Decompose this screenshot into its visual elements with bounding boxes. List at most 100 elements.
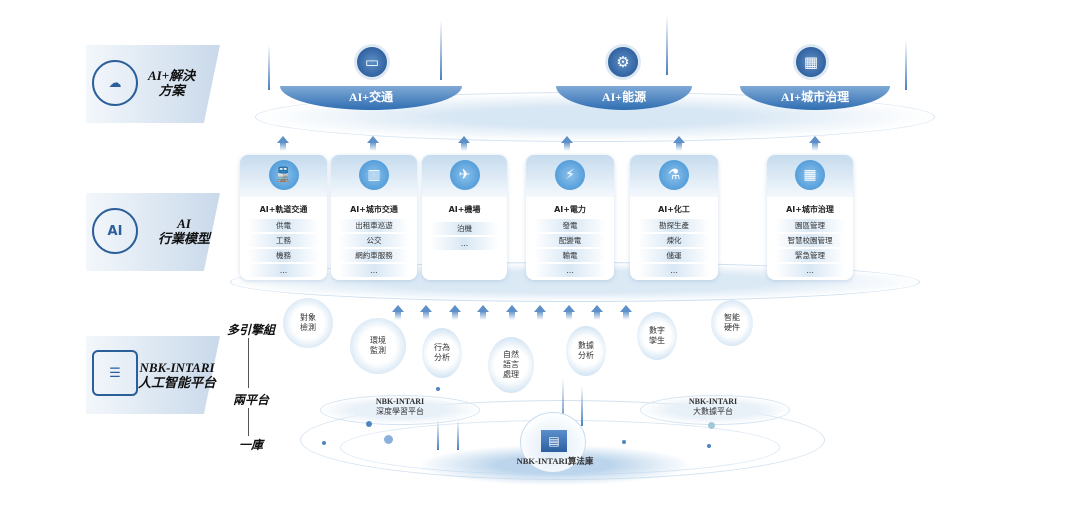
card-item: 智慧校園管理 bbox=[775, 234, 845, 247]
card-title: AI+城市交通 bbox=[350, 205, 398, 214]
card-item: 工務 bbox=[248, 234, 319, 247]
engine-text: 自然 bbox=[503, 350, 519, 359]
arrow-up-icon bbox=[534, 305, 546, 320]
card-item: 緊急管理 bbox=[775, 249, 845, 262]
axis-label-platforms: 兩平台 bbox=[233, 393, 270, 407]
solution-label: AI+能源 bbox=[601, 90, 647, 104]
axis-line bbox=[248, 338, 249, 388]
engine-smart-hardware: 智能硬件 bbox=[711, 300, 753, 346]
card-title: AI+電力 bbox=[554, 205, 586, 214]
card-item: 煉化 bbox=[638, 234, 710, 247]
card-item: 泊機 bbox=[430, 222, 499, 235]
engine-text: 處理 bbox=[503, 370, 519, 379]
axis-line bbox=[248, 408, 249, 436]
platform-sub: 深度學習平台 bbox=[376, 407, 424, 416]
engine-digital-twin: 數字孿生 bbox=[637, 312, 677, 360]
label-line: 行業模型 bbox=[158, 231, 211, 246]
platform-disc bbox=[320, 395, 480, 425]
label-line: AI+解決 bbox=[148, 68, 196, 83]
card-item: … bbox=[339, 264, 409, 277]
city-icon: ▦ bbox=[795, 160, 825, 190]
industry-card-airport[interactable]: ✈ AI+機場 泊機 … bbox=[422, 155, 507, 280]
server-library-icon: ▤ bbox=[541, 430, 567, 452]
decor-dot bbox=[322, 441, 326, 445]
engine-text: 對象 bbox=[300, 313, 316, 322]
algorithm-library[interactable]: NBK-INTARI算法庫 bbox=[495, 456, 615, 467]
decor-dot bbox=[366, 421, 372, 427]
solution-label: AI+交通 bbox=[348, 90, 394, 104]
light-line bbox=[581, 386, 583, 426]
engine-text: 分析 bbox=[578, 351, 594, 360]
card-item: 儲運 bbox=[638, 249, 710, 262]
platform-disc bbox=[640, 395, 790, 425]
card-title: AI+機場 bbox=[448, 205, 481, 214]
card-item: … bbox=[775, 264, 845, 277]
arrow-up-icon bbox=[420, 305, 432, 320]
left-label-solutions: AI+解決方案 bbox=[148, 68, 195, 98]
arrow-up-icon bbox=[392, 305, 404, 320]
engine-text: 語言 bbox=[503, 360, 519, 369]
engine-nlp: 自然語言處理 bbox=[488, 337, 534, 393]
server-icon: ☰ bbox=[92, 350, 138, 396]
light-line bbox=[905, 40, 907, 90]
card-item: 配變電 bbox=[534, 234, 606, 247]
arrow-up-icon bbox=[277, 136, 289, 151]
engine-text: 監測 bbox=[370, 346, 386, 355]
ai-head-icon: AI bbox=[92, 208, 138, 254]
card-item: 公交 bbox=[339, 234, 409, 247]
energy-icon: ⚙ bbox=[605, 44, 641, 80]
card-item: 輸電 bbox=[534, 249, 606, 262]
card-item: 出租車巡遊 bbox=[339, 219, 409, 232]
platform-sub: 大數據平台 bbox=[693, 407, 733, 416]
light-line bbox=[666, 15, 668, 75]
industry-card-city-transport[interactable]: ▥ AI+城市交通 出租車巡遊公交網約車服務… bbox=[331, 155, 417, 280]
industry-card-city-governance[interactable]: ▦ AI+城市治理 園區管理智慧校園管理緊急管理… bbox=[767, 155, 853, 280]
flask-icon: ⚗ bbox=[659, 160, 689, 190]
arrow-up-icon bbox=[458, 136, 470, 151]
cloud-ai-icon: ☁ bbox=[92, 60, 138, 106]
platform-name: NBK-INTARI bbox=[375, 397, 425, 406]
axis-label-engines: 多引擎組 bbox=[227, 323, 276, 337]
engine-data-analysis: 數據分析 bbox=[566, 326, 606, 376]
card-item: 勘探生產 bbox=[638, 219, 710, 232]
label-line: 人工智能平台 bbox=[138, 375, 217, 390]
left-panel-platform bbox=[86, 336, 220, 414]
monitor-icon: ▭ bbox=[354, 44, 390, 80]
card-item: 機務 bbox=[248, 249, 319, 262]
arrow-up-icon bbox=[673, 136, 685, 151]
arrow-up-icon bbox=[477, 305, 489, 320]
light-line bbox=[457, 420, 459, 450]
industry-card-rail[interactable]: 🚆 AI+軌道交通 供電工務機務 … bbox=[240, 155, 327, 280]
label-line: 方案 bbox=[158, 83, 185, 98]
card-item: … bbox=[248, 264, 319, 277]
industry-card-chemical[interactable]: ⚗ AI+化工 勘探生產煉化儲運… bbox=[630, 155, 718, 280]
card-title: AI+軌道交通 bbox=[259, 205, 308, 214]
train-icon: 🚆 bbox=[268, 160, 299, 190]
engine-text: 分析 bbox=[434, 353, 450, 362]
decor-dot bbox=[708, 422, 715, 429]
engine-text: 數字 bbox=[649, 326, 665, 335]
tower-icon: ▥ bbox=[359, 160, 389, 190]
decor-dot bbox=[707, 444, 711, 448]
decor-dot bbox=[384, 435, 393, 444]
card-item: 供電 bbox=[248, 219, 319, 232]
airplane-icon: ✈ bbox=[449, 160, 480, 190]
arrow-up-icon bbox=[449, 305, 461, 320]
label-line: NBK-INTARI bbox=[139, 360, 215, 375]
card-title: AI+化工 bbox=[658, 205, 690, 214]
arrow-up-icon bbox=[591, 305, 603, 320]
label-line: AI bbox=[177, 216, 191, 231]
power-tower-icon: ⚡ bbox=[555, 160, 585, 190]
engine-text: 孿生 bbox=[649, 336, 665, 345]
axis-label-library: 一庫 bbox=[239, 438, 264, 452]
card-item: … bbox=[430, 237, 499, 250]
engine-text: 智能 bbox=[724, 313, 740, 322]
building-icon: ▦ bbox=[793, 44, 829, 80]
industry-card-power[interactable]: ⚡ AI+電力 發電配變電輸電… bbox=[526, 155, 614, 280]
arrow-up-icon bbox=[367, 136, 379, 151]
light-line bbox=[437, 420, 439, 450]
